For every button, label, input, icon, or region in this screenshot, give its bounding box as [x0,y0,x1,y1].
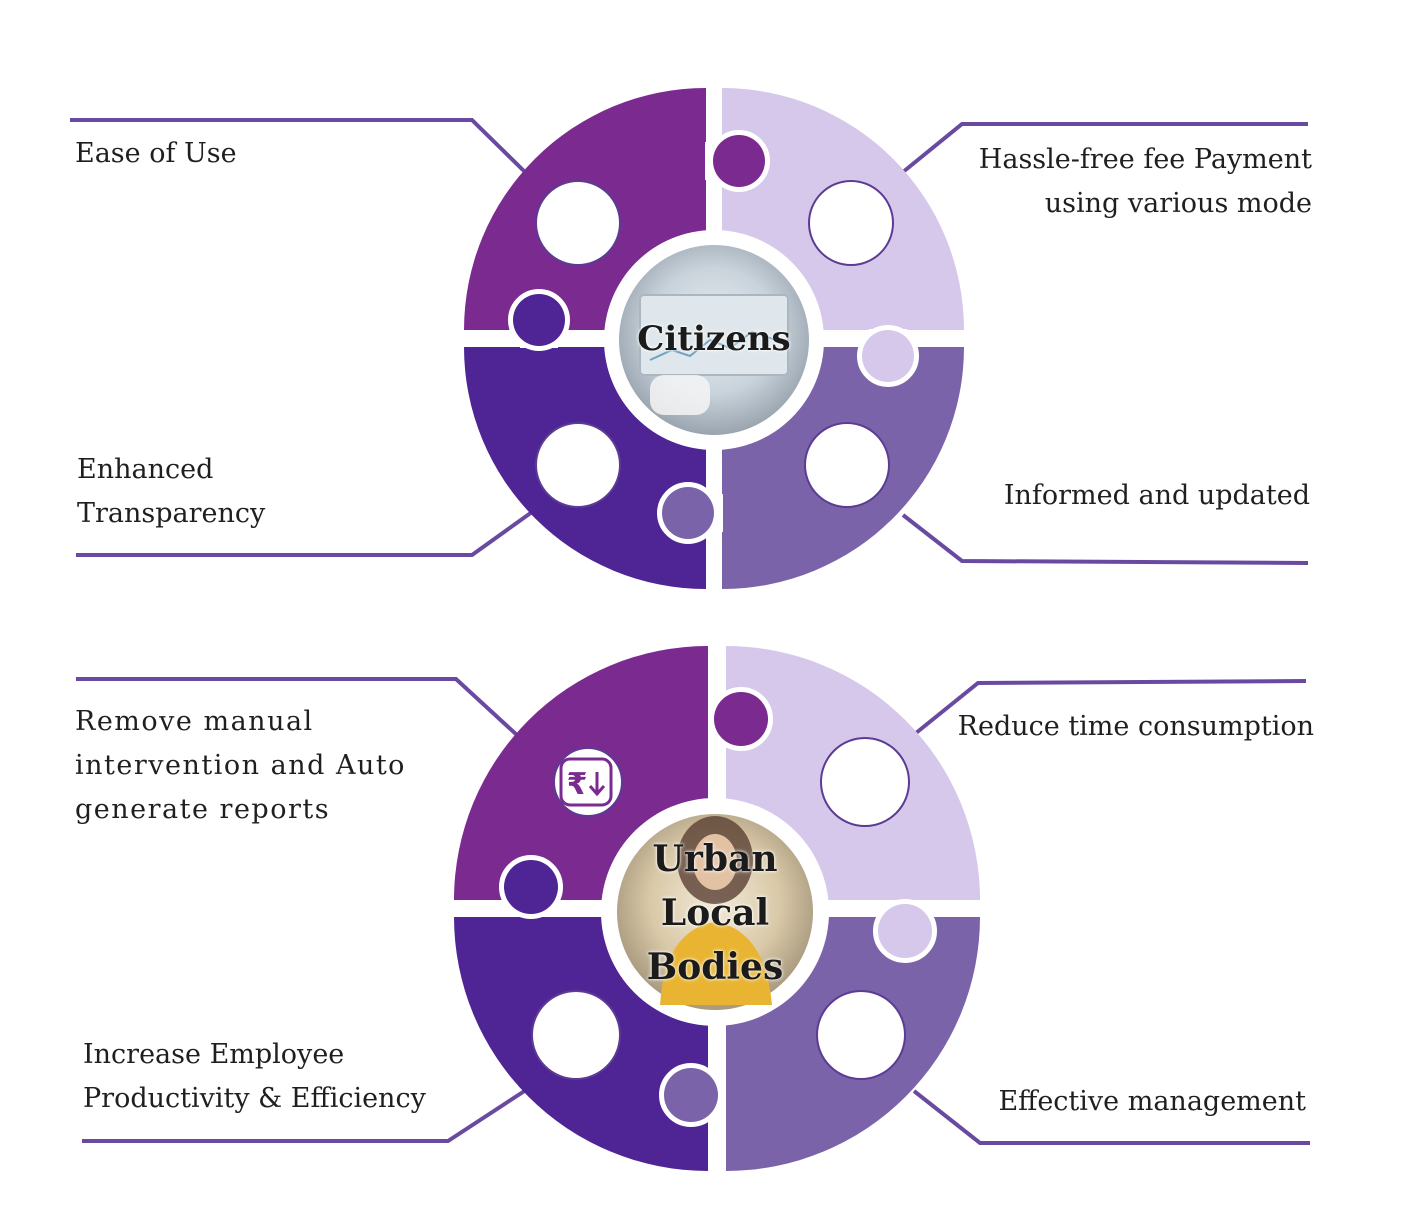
puzzle-tab [714,692,768,746]
center-title-citizens: Citizens [614,316,814,362]
label-top-right-1: Hassle-free fee Payment using various mod… [979,138,1312,226]
label-line: generate reports [75,794,331,825]
label-bottom-right-2: Effective management [998,1080,1306,1124]
photo-screen-graph [649,330,777,361]
label-top-left-2: Remove manual intervention and Auto genera… [75,700,406,832]
label-line: Informed and updated [1003,480,1310,511]
label-line: Ease of Use [75,138,237,169]
label-line: Hassle-free fee Payment [978,144,1312,175]
icon-placeholder-circle [804,422,890,508]
label-line: Productivity & Efficiency [83,1083,426,1114]
puzzle-tab [662,487,714,539]
connector-line-bottom-left [76,510,534,557]
photo-arm [650,375,710,415]
label-top-left-1: Ease of Use [75,132,237,176]
label-line: Reduce time consumption [957,711,1314,742]
connector-line-top-right [914,679,1307,735]
citizens-diagram [70,80,1309,600]
puzzle-tab [878,904,932,958]
icon-placeholder-circle [553,747,623,817]
icon-placeholder-circle [535,422,621,508]
connector-line-top-left [70,118,530,177]
icon-placeholder-circle [808,180,894,266]
icon-placeholder-circle [535,180,621,266]
urban-local-bodies-diagram: ₹ [76,640,1310,1180]
label-line: Remove manual [75,706,314,737]
label-bottom-right-1: Informed and updated [1004,474,1310,518]
puzzle-tab [504,860,558,914]
center-title-line: Citizens [637,319,791,359]
puzzle-tab [664,1068,718,1122]
rupee-download-icon: ₹ [559,757,613,807]
center-photo-person [617,814,813,1010]
connector-line-top-left [76,677,520,738]
puzzle-tab [513,294,565,346]
photo-person-body [660,922,772,1005]
icon-placeholder-circle [820,737,910,827]
label-line: Enhanced [77,454,214,485]
connector-line-bottom-left [82,1088,528,1143]
label-line: intervention and Auto [75,750,406,781]
center-title-line: Local [660,892,770,934]
puzzle-tab [713,135,765,187]
puzzle-tab [862,330,914,382]
center-title-line: Bodies [646,946,784,988]
label-line: using various mode [1044,188,1312,219]
center-title-line: Urban [652,838,778,880]
svg-text:₹: ₹ [567,767,588,802]
label-line: Effective management [998,1086,1306,1117]
photo-monitor-screen [639,294,789,376]
label-top-right-2: Reduce time consumption [958,705,1314,749]
photo-person-face [693,834,737,890]
connector-line-bottom-right [912,1089,1310,1145]
connector-line-bottom-right [901,513,1309,565]
icon-placeholder-circle [531,990,621,1080]
icon-placeholder-circle [816,990,906,1080]
label-line: Increase Employee [83,1039,345,1070]
label-line: Transparency [77,498,266,529]
connector-line-top-right [901,122,1308,174]
